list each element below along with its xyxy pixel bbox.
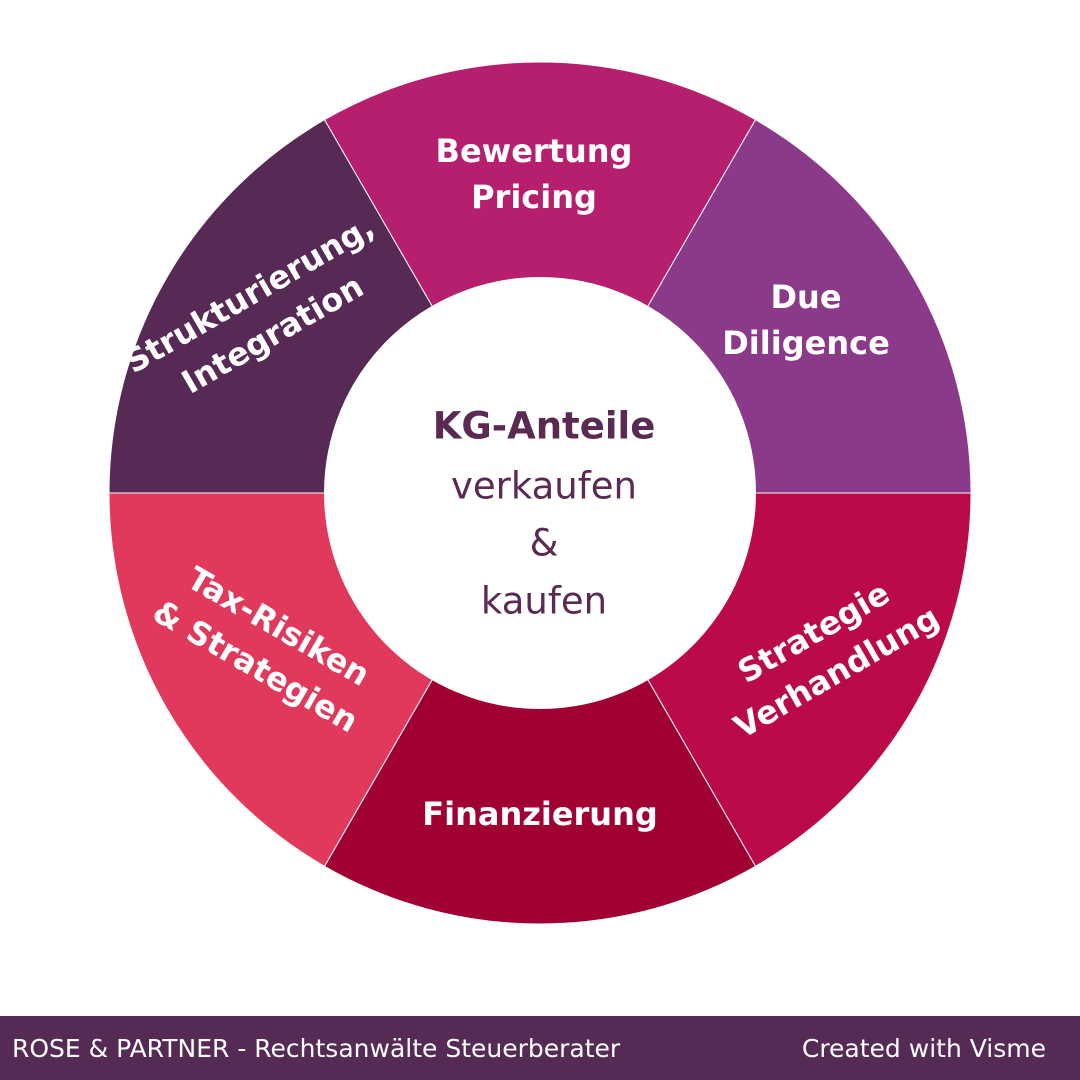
footer-credit: Created with Visme	[801, 1033, 1046, 1063]
footer-company: ROSE & PARTNER - Rechtsanwälte Steuerber…	[12, 1033, 621, 1063]
wheel-segments	[108, 61, 972, 925]
center-line-2: &	[530, 522, 559, 565]
segment-label-line: Pricing	[471, 178, 597, 216]
center-title: KG-Anteile	[433, 405, 656, 448]
segment-label-finanzierung: Finanzierung	[422, 795, 658, 833]
segment-label-line: Diligence	[722, 324, 890, 362]
center-line-3: kaufen	[481, 580, 607, 623]
footer-bar: ROSE & PARTNER - Rechtsanwälte Steuerber…	[0, 1016, 1080, 1080]
center-text: KG-Anteile verkaufen & kaufen	[433, 405, 656, 623]
segment-label-line: Due	[770, 278, 841, 316]
service-wheel-diagram: KG-Anteile verkaufen & kaufen BewertungP…	[108, 61, 972, 925]
segment-label-line: Finanzierung	[422, 795, 658, 833]
center-line-1: verkaufen	[451, 465, 637, 508]
segment-label-line: Bewertung	[436, 132, 633, 170]
center-circle	[324, 277, 756, 709]
